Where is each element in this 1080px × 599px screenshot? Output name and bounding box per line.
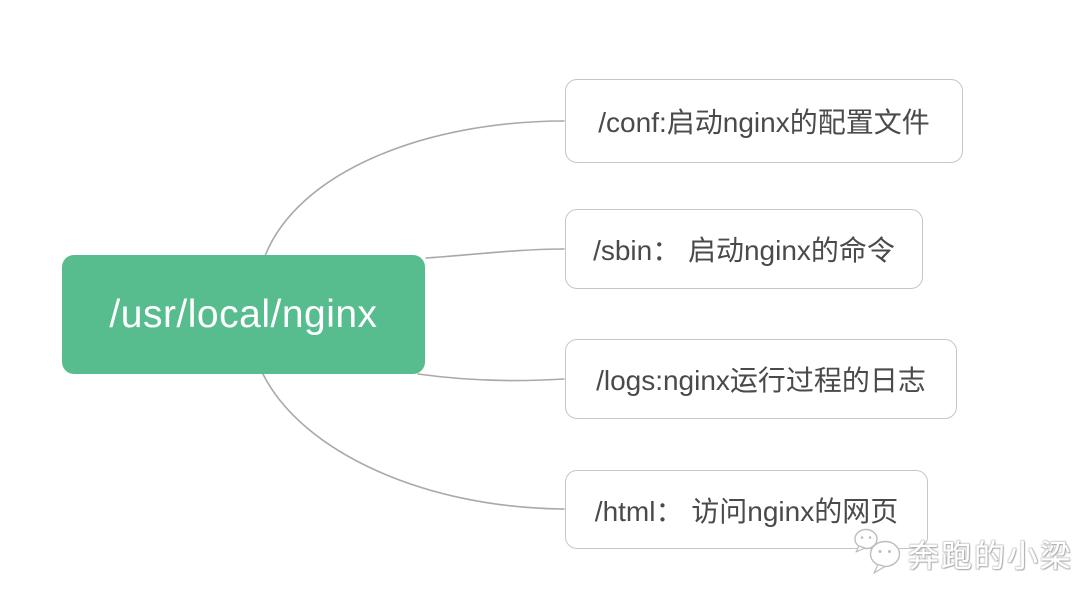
child-node-html[interactable]: /html： 访问nginx的网页: [565, 470, 928, 549]
child-node-label: /sbin： 启动nginx的命令: [593, 235, 895, 266]
connector-logs: [417, 373, 565, 382]
root-node[interactable]: /usr/local/nginx: [62, 255, 425, 374]
child-node-logs[interactable]: /logs:nginx运行过程的日志: [565, 339, 957, 419]
child-node-sbin[interactable]: /sbin： 启动nginx的命令: [565, 209, 923, 289]
watermark-label: 奔跑的小梁: [908, 538, 1073, 574]
child-node-label: /html： 访问nginx的网页: [594, 495, 899, 527]
child-node-label: /conf:启动nginx的配置文件: [598, 107, 930, 138]
connector-sbin: [425, 248, 565, 259]
connector-html: [262, 373, 565, 510]
connector-conf: [264, 120, 565, 257]
root-node-label: /usr/local/nginx: [109, 292, 378, 336]
child-node-conf[interactable]: /conf:启动nginx的配置文件: [565, 79, 963, 163]
child-node-label: /logs:nginx运行过程的日志: [596, 365, 926, 396]
